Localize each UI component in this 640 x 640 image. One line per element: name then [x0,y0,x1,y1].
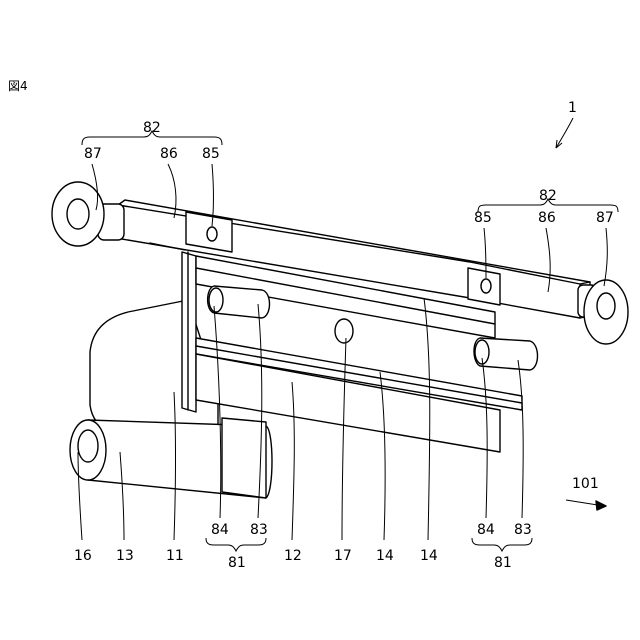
bracket-right [468,268,500,305]
label-direction-101: 101 [572,476,599,492]
eye-ring-right [578,280,628,344]
slot-right [474,338,538,370]
label-86-left: 86 [160,146,178,162]
hole-17 [335,319,353,343]
label-85-left: 85 [202,146,220,162]
label-87-right: 87 [596,210,614,226]
eye-ring-left [52,182,124,246]
label-81-right: 81 [494,555,512,571]
label-83-left: 83 [250,522,268,538]
leader-86-left [168,164,176,218]
label-11: 11 [166,548,184,564]
label-82-right: 82 [539,188,557,204]
frame-plate [182,252,196,412]
slot-left [208,286,270,318]
label-assembly-1: 1 [568,100,577,116]
label-84-left: 84 [211,522,229,538]
label-85-right: 85 [474,210,492,226]
label-12: 12 [284,548,302,564]
label-14-a: 14 [376,548,394,564]
label-83-right: 83 [514,522,532,538]
bracket-group-81-right [472,538,532,551]
leader-83b [518,360,523,518]
label-84-right: 84 [477,522,495,538]
leader-87-right [604,228,607,286]
label-13: 13 [116,548,134,564]
leader-assembly-1 [556,118,573,148]
label-82-left: 82 [143,120,161,136]
label-14-b: 14 [420,548,438,564]
label-16: 16 [74,548,92,564]
label-17: 17 [334,548,352,564]
label-87-left: 87 [84,146,102,162]
figure-label: 図4 [8,79,28,93]
tube-13 [70,418,272,498]
label-81-left: 81 [228,555,246,571]
label-86-right: 86 [538,210,556,226]
bracket-group-81-left [206,538,266,551]
